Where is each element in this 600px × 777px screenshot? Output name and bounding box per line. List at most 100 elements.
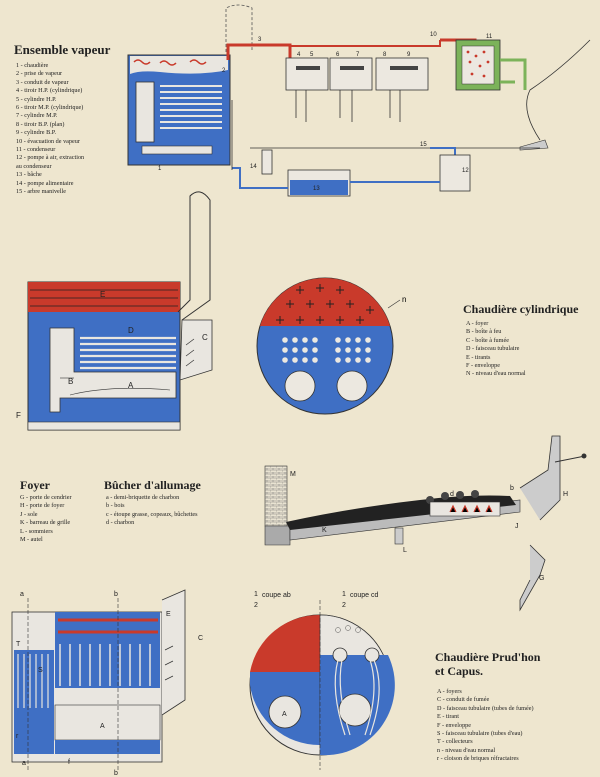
legend-item: K - barreau de grille [20, 519, 71, 527]
legend-item: c - étoupe grasse, copeaux, bûchettes [106, 510, 198, 518]
legend-item: 15 - arbre manivelle [16, 188, 66, 196]
legend-item: H - porte de foyer [20, 502, 65, 510]
legend-item: au condenseur [16, 162, 52, 170]
label-1-left: 1 [254, 591, 258, 598]
legend-item: C - conduit de fumée [437, 696, 490, 704]
steam-space-red [28, 282, 180, 312]
legend-item: 10 - évacuation de vapeur [16, 137, 80, 145]
legend-item: N - niveau d'eau normal [466, 370, 526, 378]
legend-item: 12 - pompe à air, extraction [16, 154, 85, 162]
label-n: n [402, 295, 406, 304]
foyer-title: Foyer [20, 478, 50, 492]
legend-item: 11 - condenseur [16, 146, 56, 154]
legend-item: n - niveau d'eau normal [437, 746, 496, 754]
label-a-bottom: a [22, 760, 26, 767]
label-5: 5 [310, 52, 314, 58]
legend-item: 13 - bâche [16, 171, 42, 179]
label-8: 8 [383, 52, 387, 58]
label-M: M [290, 471, 296, 478]
label-A-side: A [100, 723, 105, 730]
label-D: D [128, 326, 134, 335]
label-B: B [68, 377, 73, 386]
label-L: L [403, 547, 407, 554]
label-d: d [450, 491, 454, 498]
label-1: 1 [158, 166, 162, 172]
label-3: 3 [258, 37, 262, 43]
air-pump [439, 154, 471, 192]
label-J: J [515, 523, 519, 530]
legend-item: 7 - cylindre M.P. [16, 112, 58, 120]
cylindrique-title: Chaudière cylindrique [463, 302, 579, 316]
label-6: 6 [336, 52, 340, 58]
label-E-side: E [166, 611, 171, 618]
label-F: F [16, 411, 21, 420]
prudhon-title-line1: Chaudière Prud'hon [435, 650, 541, 664]
prudhon-side-view: a b a b E T S A C r f [11, 589, 203, 777]
label-b-bottom: b [114, 770, 118, 777]
boiler-furnace [135, 81, 155, 143]
legend-item: E - tirants [466, 353, 491, 361]
label-H: H [563, 491, 568, 498]
prudhon-title-line2: et Capus. [435, 664, 484, 678]
coupe-ab-label: coupe ab [262, 592, 291, 599]
legend-item: 8 - tiroir B.P. (plan) [16, 120, 65, 128]
label-C-side: C [198, 635, 203, 642]
legend-item: 3 - conduit de vapeur [16, 78, 69, 86]
label-2-right: 2 [342, 602, 346, 609]
legend-item: D - faisceau tubulaire [466, 345, 520, 353]
label-14: 14 [250, 164, 257, 170]
legend-item: F - enveloppe [437, 721, 472, 729]
label-a-top: a [20, 591, 24, 598]
legend-item: 14 - pompe alimentaire [16, 179, 74, 187]
legend-item: F - enveloppe [466, 362, 501, 370]
legend-item: J - sole [20, 510, 38, 518]
label-15: 15 [420, 142, 427, 148]
legend-item: S - faisceau tubulaire (tubes d'eau) [437, 730, 523, 738]
label-C: C [202, 333, 208, 342]
label-G: G [539, 575, 544, 582]
label-K: K [322, 527, 327, 534]
label-T-side: T [16, 641, 21, 648]
legend-item: D - faisceau tubulaire (tubes de fumée) [437, 704, 534, 712]
label-4: 4 [297, 52, 301, 58]
legend-item: 6 - tiroir M.P. (cylindrique) [16, 104, 84, 112]
legend-item: 5 - cylindre H.P. [16, 95, 57, 103]
legend-item: G - porte de cendrier [20, 494, 72, 501]
legend-item: 4 - tiroir H.P. (cylindrique) [16, 87, 83, 95]
label-A-front: A [282, 711, 287, 718]
legend-item: r - cloison de briques réfractaires [437, 755, 519, 763]
coupe-cd-label: coupe cd [350, 592, 379, 599]
label-1-right: 1 [342, 591, 346, 598]
label-E: E [100, 290, 105, 299]
label-A: A [128, 381, 134, 390]
ensemble-diagram: 1 2 3 4 5 6 7 8 9 10 11 12 13 14 15 [127, 4, 591, 197]
label-10: 10 [430, 32, 437, 38]
label-f-side: f [68, 759, 70, 766]
label-13: 13 [313, 186, 320, 192]
label-7: 7 [356, 52, 360, 58]
prudhon-front-view: 1 2 coupe ab 1 2 coupe cd A [249, 591, 395, 770]
legend-item: E - tirant [437, 713, 459, 721]
legend-item: 2 - prise de vapeur [16, 70, 63, 78]
label-S-side: S [38, 667, 43, 674]
feed-pump [261, 149, 273, 175]
label-9: 9 [407, 52, 411, 58]
legend-item: T - collecteurs [437, 738, 473, 746]
cylindrique-side-view: E D C B A F [16, 191, 213, 431]
legend-item: d - charbon [106, 519, 135, 527]
label-12: 12 [462, 168, 469, 174]
bucher-title: Bûcher d'allumage [104, 478, 201, 492]
cylindrique-front-view: n [256, 277, 406, 415]
legend-item: a - demi-briquette de charbon [106, 494, 180, 501]
mp-cylinder [329, 57, 373, 91]
legend-item: 9 - cylindre B.P. [16, 129, 57, 137]
hp-cylinder [285, 57, 329, 91]
label-2-left: 2 [254, 602, 258, 609]
steam-pipe [226, 43, 292, 62]
legend-item: B - boîte à feu [466, 328, 502, 336]
